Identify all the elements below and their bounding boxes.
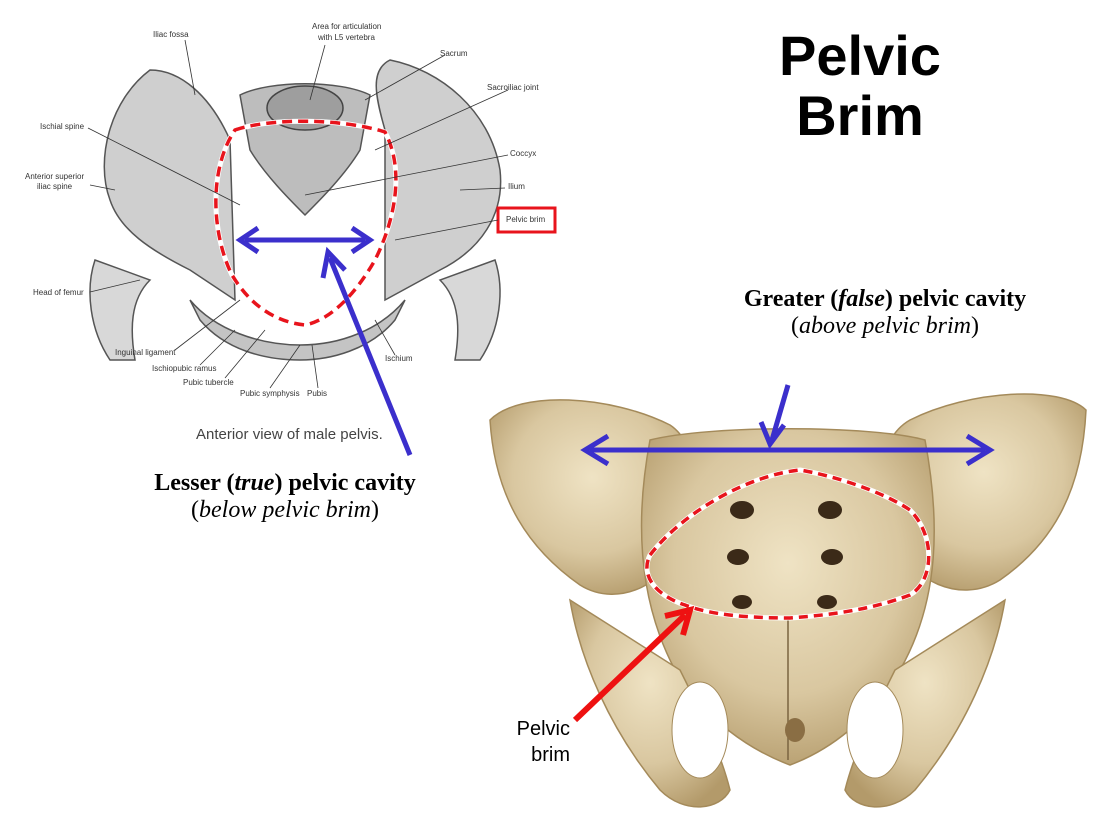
greater-before: Greater ( — [743, 286, 839, 312]
label-area-l5-1: Area for articulation — [312, 22, 382, 31]
title-line-2: Brim — [796, 84, 924, 147]
greater-after: ) pelvic cavity — [884, 286, 1027, 312]
lesser-before: Lesser ( — [154, 470, 235, 496]
leader-lines — [87, 39, 509, 389]
photo-right-foramen — [846, 681, 904, 779]
label-pubic-symphysis: Pubic symphysis — [240, 389, 300, 398]
left-iliac-wing — [103, 69, 236, 302]
label-asis-2: iliac spine — [37, 182, 73, 191]
label-sacroiliac-joint: Sacroiliac joint — [487, 83, 539, 92]
photo-pelvic-brim-label: Pelvic brim — [490, 716, 570, 768]
right-iliac-wing — [375, 59, 502, 302]
label-ischiopubic-ramus: Ischiopubic ramus — [152, 364, 217, 373]
photo-left-foramen — [671, 681, 729, 779]
label-iliac-fossa: Iliac fossa — [153, 30, 189, 39]
pelvis-illustration — [87, 39, 557, 456]
label-inguinal-ligament: Inguinal ligament — [115, 348, 176, 357]
label-ischium: Ischium — [385, 354, 413, 363]
label-ischial-spine: Ischial spine — [40, 122, 85, 131]
sacral-foramen — [732, 595, 752, 609]
label-head-of-femur: Head of femur — [33, 288, 84, 297]
sacral-foramen — [817, 595, 837, 609]
left-femur — [89, 259, 152, 361]
label-coccyx: Coccyx — [510, 149, 537, 158]
l5-vertebra — [266, 85, 344, 131]
lesser-sub-close: ) — [370, 497, 379, 523]
lesser-after: ) pelvic cavity — [274, 470, 416, 496]
sacral-foramen — [730, 501, 754, 519]
illustration-caption: Anterior view of male pelvis. — [196, 426, 383, 443]
slide-title: Pelvic Brim — [720, 26, 1000, 146]
lesser-cavity-label: Lesser (true) pelvic cavity (below pelvi… — [110, 470, 460, 524]
label-pubis: Pubis — [307, 389, 328, 398]
sacral-foramen — [818, 501, 842, 519]
label-sacrum: Sacrum — [440, 49, 468, 58]
lesser-cavity-title: Lesser (true) pelvic cavity — [110, 470, 460, 497]
greater-cavity-arrow — [580, 384, 995, 467]
label-pelvic-brim: Pelvic brim — [506, 215, 546, 224]
lesser-sub-italic: below pelvic brim — [199, 497, 371, 523]
greater-cavity-title: Greater (false) pelvic cavity — [700, 286, 1070, 313]
title-line-1: Pelvic — [779, 24, 941, 87]
greater-cavity-label: Greater (false) pelvic cavity (above pel… — [700, 286, 1070, 340]
greater-italic: false — [838, 286, 885, 312]
coccyx-tip — [785, 718, 805, 742]
sacral-foramen — [821, 549, 843, 565]
label-pubic-tubercle: Pubic tubercle — [183, 378, 234, 387]
label-area-l5-2: with L5 vertebra — [318, 33, 375, 42]
lesser-cavity-arrow — [235, 225, 413, 456]
label-asis-1: Anterior superior — [25, 172, 85, 181]
lesser-cavity-sub: (below pelvic brim) — [110, 497, 460, 524]
right-femur — [438, 259, 501, 361]
pubic-region — [189, 299, 406, 361]
pelvic-brim-arrow — [572, 605, 695, 723]
label-ilium: Ilium — [508, 182, 525, 191]
lesser-sub-open: ( — [191, 497, 200, 523]
greater-sub-open: ( — [791, 313, 800, 339]
greater-cavity-sub: (above pelvic brim) — [700, 313, 1070, 340]
greater-sub-close: ) — [970, 313, 979, 339]
photo-brim-line-2: brim — [531, 744, 570, 766]
sacral-foramen — [727, 549, 749, 565]
photo-brim-line-1: Pelvic — [516, 718, 570, 740]
greater-sub-italic: above pelvic brim — [799, 313, 971, 339]
lesser-italic: true — [234, 470, 275, 496]
